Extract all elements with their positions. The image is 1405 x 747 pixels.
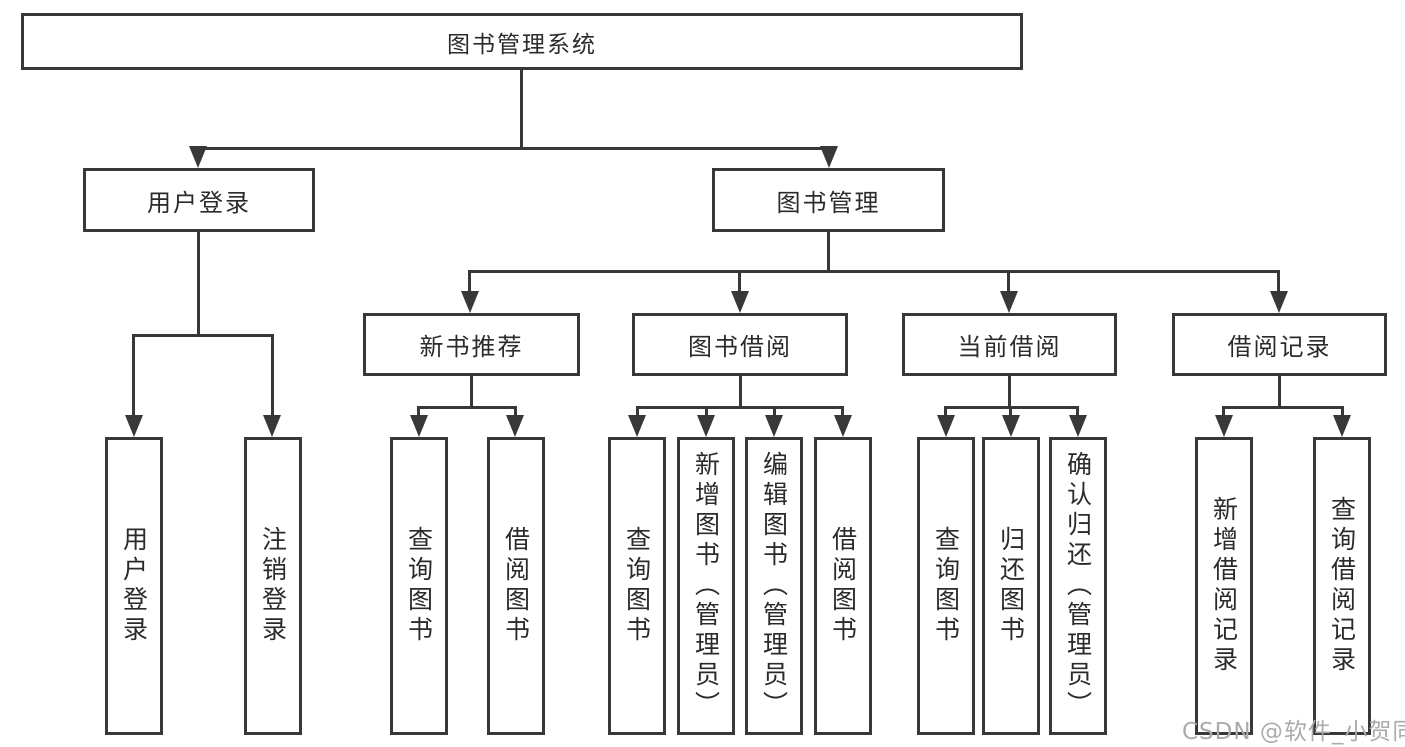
- connector-line: [417, 406, 420, 417]
- arrow-down-icon: [506, 415, 524, 437]
- connector-line: [1009, 406, 1012, 417]
- node-leaf-edit-books-admin: 编辑图书（管理员）: [745, 437, 803, 735]
- node-label: 确认归还（管理员）: [1063, 451, 1093, 721]
- connector-line: [132, 334, 135, 417]
- node-label: 用户登录: [119, 526, 149, 646]
- node-label: 用户登录: [147, 188, 251, 217]
- node-leaf-add-books-admin: 新增图书（管理员）: [677, 437, 735, 735]
- connector-line: [1278, 376, 1281, 409]
- connector-line: [514, 406, 517, 417]
- node-leaf-borrow-books-borrowing: 借阅图书: [814, 437, 872, 735]
- connector-line: [271, 334, 274, 417]
- node-leaf-logout: 注销登录: [244, 437, 302, 735]
- node-leaf-query-books-current: 查询图书: [917, 437, 975, 735]
- connector-line: [1222, 406, 1225, 417]
- node-book-borrowing: 图书借阅: [632, 313, 848, 376]
- arrow-down-icon: [834, 415, 852, 437]
- node-borrowing-records: 借阅记录: [1172, 313, 1387, 376]
- connector-line: [197, 147, 831, 150]
- node-label: 借阅图书: [828, 526, 858, 646]
- arrow-down-icon: [1000, 291, 1018, 313]
- connector-line: [1007, 270, 1010, 293]
- connector-line: [739, 376, 742, 409]
- connector-line: [636, 406, 639, 417]
- node-library-management-system: 图书管理系统: [21, 13, 1023, 70]
- node-label: 图书借阅: [688, 333, 792, 361]
- connector-line: [417, 406, 517, 409]
- arrow-down-icon: [410, 415, 428, 437]
- arrow-down-icon: [1002, 415, 1020, 437]
- node-label: 借阅图书: [501, 526, 531, 646]
- node-label: 新增图书（管理员）: [691, 451, 721, 721]
- node-book-management: 图书管理: [712, 168, 945, 232]
- connector-line: [705, 406, 708, 417]
- node-label: 当前借阅: [957, 333, 1062, 361]
- node-label: 查询图书: [404, 526, 434, 646]
- connector-line: [841, 406, 844, 417]
- node-user-login: 用户登录: [83, 168, 315, 232]
- arrow-down-icon: [628, 415, 646, 437]
- node-leaf-return-books: 归还图书: [982, 437, 1040, 735]
- connector-line: [773, 406, 776, 417]
- arrow-down-icon: [820, 146, 838, 168]
- node-label: 编辑图书（管理员）: [759, 451, 789, 721]
- node-label: 查询借阅记录: [1327, 496, 1357, 676]
- arrow-down-icon: [937, 415, 955, 437]
- connector-line: [944, 406, 947, 417]
- arrow-down-icon: [765, 415, 783, 437]
- connector-line: [197, 232, 200, 336]
- connector-line: [132, 334, 274, 337]
- connector-line: [1277, 270, 1280, 293]
- arrow-down-icon: [731, 291, 749, 313]
- connector-line: [468, 270, 471, 293]
- node-leaf-user-login: 用户登录: [105, 437, 163, 735]
- arrow-down-icon: [1333, 415, 1351, 437]
- connector-line: [1008, 376, 1011, 409]
- connector-line: [1341, 406, 1344, 417]
- arrow-down-icon: [697, 415, 715, 437]
- node-label: 查询图书: [931, 526, 961, 646]
- arrow-down-icon: [1270, 291, 1288, 313]
- node-label: 查询图书: [622, 526, 652, 646]
- node-current-borrowing: 当前借阅: [902, 313, 1117, 376]
- arrow-down-icon: [1215, 415, 1233, 437]
- connector-line: [1222, 406, 1344, 409]
- arrow-down-icon: [1069, 415, 1087, 437]
- node-label: 图书管理: [776, 188, 881, 217]
- arrow-down-icon: [189, 146, 207, 168]
- node-label: 归还图书: [996, 526, 1026, 646]
- node-label: 图书管理系统: [447, 31, 597, 58]
- node-leaf-query-books-borrowing: 查询图书: [608, 437, 666, 735]
- arrow-down-icon: [263, 415, 281, 437]
- connector-line: [738, 270, 741, 293]
- node-leaf-borrow-books-recommend: 借阅图书: [487, 437, 545, 735]
- node-label: 借阅记录: [1227, 333, 1332, 361]
- node-label: 新书推荐: [419, 333, 524, 361]
- connector-line: [827, 232, 830, 273]
- node-leaf-query-borrow-record: 查询借阅记录: [1313, 437, 1371, 735]
- arrow-down-icon: [125, 415, 143, 437]
- node-leaf-query-books-recommend: 查询图书: [390, 437, 448, 735]
- node-leaf-add-borrow-record: 新增借阅记录: [1195, 437, 1253, 735]
- arrow-down-icon: [461, 291, 479, 313]
- node-new-book-recommendation: 新书推荐: [363, 313, 580, 376]
- node-label: 新增借阅记录: [1209, 496, 1239, 676]
- connector-line: [470, 376, 473, 409]
- connector-line: [520, 70, 523, 149]
- connector-line: [1076, 406, 1079, 417]
- node-label: 注销登录: [258, 526, 288, 646]
- csdn-watermark: CSDN @软件_小贺同学: [1182, 719, 1405, 745]
- node-leaf-confirm-return-admin: 确认归还（管理员）: [1049, 437, 1107, 735]
- connector-line: [468, 270, 1280, 273]
- connector-line: [636, 406, 844, 409]
